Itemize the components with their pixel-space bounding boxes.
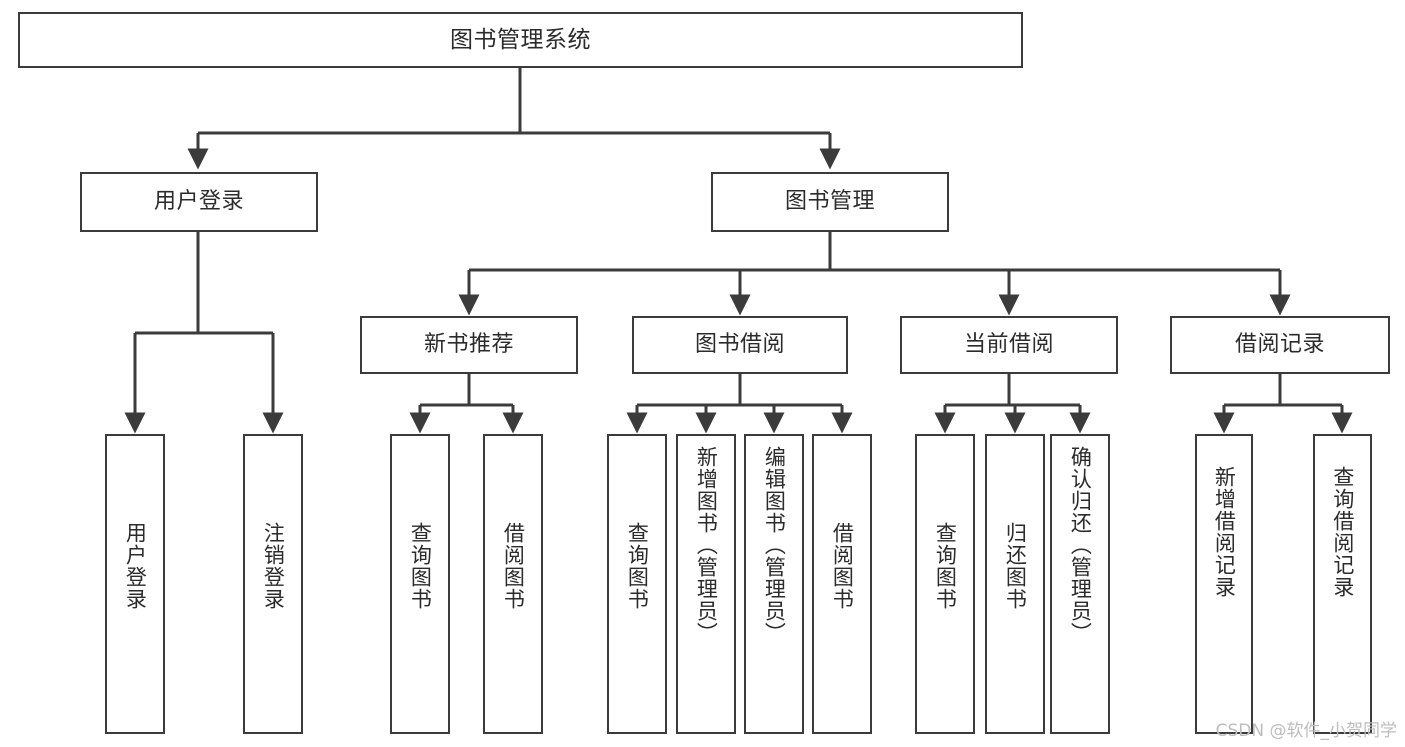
node-book-borrow-label: 图书借阅 [694, 331, 785, 357]
leaf-borrow-book-1-label: 借阅图书 [501, 522, 526, 610]
leaf-query-book-2[interactable]: 查询图书 [607, 434, 667, 734]
leaf-query-record-label: 查询借阅记录 [1330, 466, 1355, 598]
leaf-user-login-label: 用户登录 [123, 522, 148, 610]
leaf-add-record-label: 新增借阅记录 [1212, 466, 1237, 598]
leaf-user-login[interactable]: 用户登录 [105, 434, 165, 734]
node-root[interactable]: 图书管理系统 [18, 12, 1023, 68]
node-new-book-recommend[interactable]: 新书推荐 [360, 316, 578, 374]
node-borrow-record-label: 借阅记录 [1234, 331, 1325, 357]
leaf-query-record[interactable]: 查询借阅记录 [1313, 434, 1372, 734]
leaf-query-book-1[interactable]: 查询图书 [390, 434, 450, 734]
node-current-borrow[interactable]: 当前借阅 [900, 316, 1118, 374]
leaf-borrow-book-1[interactable]: 借阅图书 [483, 434, 543, 734]
node-user-login[interactable]: 用户登录 [80, 172, 318, 232]
leaf-confirm-return[interactable]: 确认归还（管理员） [1050, 434, 1110, 734]
leaf-confirm-return-label: 确认归还（管理员） [1068, 446, 1093, 644]
leaf-add-book[interactable]: 新增图书（管理员） [676, 434, 736, 734]
node-root-label: 图书管理系统 [450, 26, 591, 53]
node-book-borrow[interactable]: 图书借阅 [632, 316, 848, 374]
leaf-return-book-label: 归还图书 [1003, 522, 1028, 610]
node-borrow-record[interactable]: 借阅记录 [1170, 316, 1390, 374]
leaf-query-book-2-label: 查询图书 [625, 522, 650, 610]
leaf-borrow-book-2-label: 借阅图书 [830, 522, 855, 610]
leaf-query-book-3[interactable]: 查询图书 [915, 434, 975, 734]
leaf-edit-book[interactable]: 编辑图书（管理员） [744, 434, 804, 734]
node-current-borrow-label: 当前借阅 [963, 331, 1054, 357]
node-user-login-label: 用户登录 [153, 188, 244, 214]
leaf-query-book-3-label: 查询图书 [933, 522, 958, 610]
leaf-borrow-book-2[interactable]: 借阅图书 [812, 434, 872, 734]
leaf-return-book[interactable]: 归还图书 [985, 434, 1045, 734]
leaf-add-record[interactable]: 新增借阅记录 [1195, 434, 1253, 734]
node-book-manage[interactable]: 图书管理 [711, 172, 949, 232]
leaf-logout[interactable]: 注销登录 [243, 434, 303, 734]
leaf-query-book-1-label: 查询图书 [408, 522, 433, 610]
node-new-book-recommend-label: 新书推荐 [423, 331, 514, 357]
leaf-edit-book-label: 编辑图书（管理员） [762, 446, 787, 644]
leaf-add-book-label: 新增图书（管理员） [694, 446, 719, 644]
leaf-logout-label: 注销登录 [261, 522, 286, 610]
node-book-manage-label: 图书管理 [784, 188, 875, 214]
